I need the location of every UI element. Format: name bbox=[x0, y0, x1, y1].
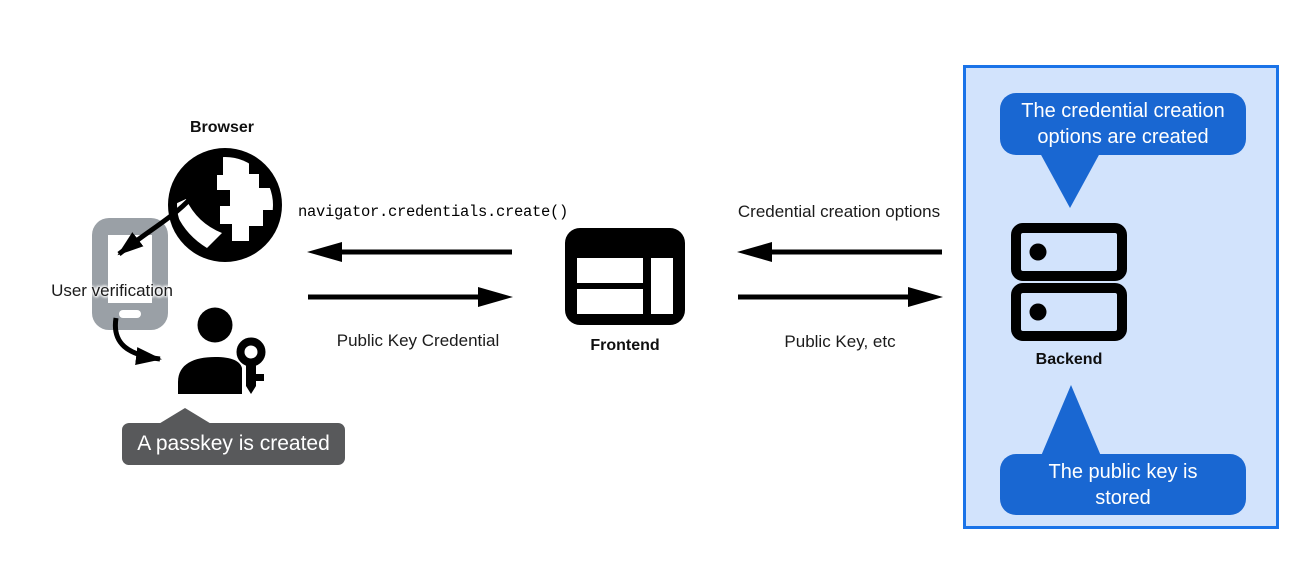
top-speech-bubble: The credential creation options are crea… bbox=[1000, 93, 1246, 155]
browser-window-icon bbox=[565, 228, 685, 325]
public-key-credential-label: Public Key Credential bbox=[336, 331, 500, 350]
arrow-frontend-to-backend bbox=[738, 287, 943, 307]
top-bubble-line1: The credential creation bbox=[1021, 100, 1225, 122]
passkey-tooltip-pointer bbox=[157, 408, 213, 425]
bottom-bubble-line1: The public key is bbox=[1048, 460, 1198, 483]
passkey-tooltip: A passkey is created bbox=[122, 423, 345, 465]
frontend-label: Frontend bbox=[590, 337, 660, 354]
arrow-browser-to-frontend bbox=[308, 287, 513, 307]
public-key-etc-label: Public Key, etc bbox=[784, 332, 896, 351]
browser-label: Browser bbox=[189, 119, 255, 136]
top-bubble-pointer bbox=[1040, 153, 1100, 208]
bottom-bubble-pointer bbox=[1041, 385, 1101, 456]
backend-panel: The credential creation options are crea… bbox=[963, 65, 1279, 529]
arrow-frontend-to-browser bbox=[307, 242, 512, 262]
top-bubble-line2: options are created bbox=[1037, 126, 1209, 148]
person-key-icon bbox=[178, 307, 266, 394]
bottom-speech-bubble: The public key is stored bbox=[1000, 454, 1246, 515]
backend-label: Backend bbox=[1035, 351, 1103, 368]
globe-icon bbox=[168, 148, 282, 262]
user-verification-label: User verification bbox=[51, 281, 173, 300]
navigator-credentials-create-label: navigator.credentials.create() bbox=[297, 203, 569, 221]
arrow-backend-to-frontend bbox=[737, 242, 942, 262]
server-icon bbox=[1011, 223, 1127, 341]
credential-creation-options-label: Credential creation options bbox=[737, 202, 941, 221]
bottom-bubble-line2: stored bbox=[1095, 486, 1151, 509]
phone-icon bbox=[92, 218, 168, 330]
